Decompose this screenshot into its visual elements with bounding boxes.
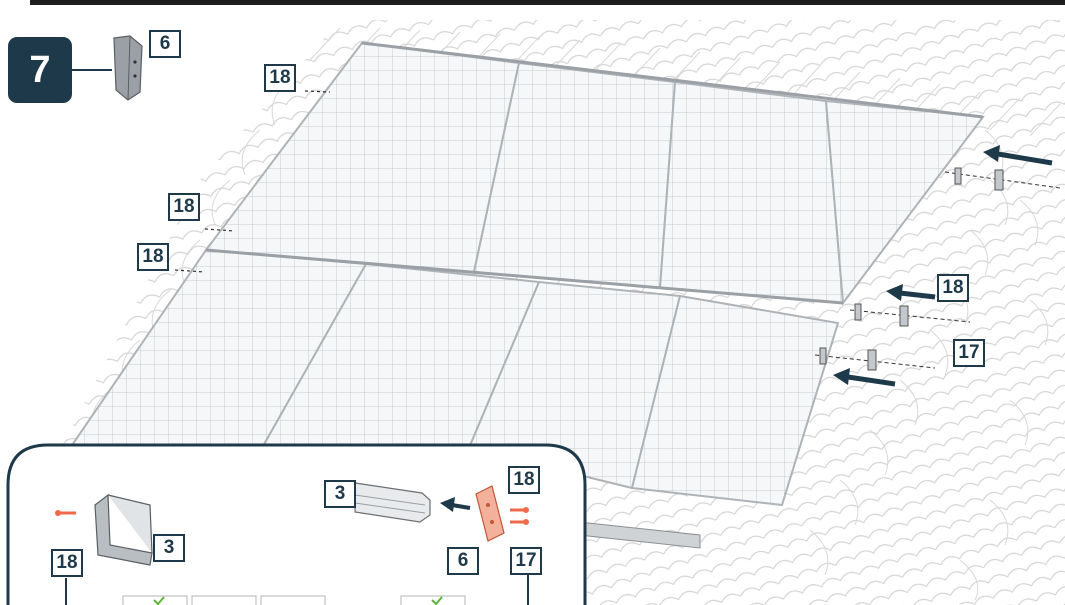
part-number-label: 6 bbox=[447, 547, 479, 575]
check-thumbnail bbox=[401, 596, 465, 605]
part-number-label: 18 bbox=[264, 64, 296, 92]
part-number-label: 17 bbox=[510, 547, 542, 575]
solar-panel bbox=[660, 82, 843, 303]
part-number-label: 18 bbox=[168, 193, 200, 221]
part-number-label: 6 bbox=[149, 30, 181, 58]
part-number-label: 18 bbox=[508, 466, 540, 494]
part-number-label: 18 bbox=[937, 274, 969, 302]
thumbnail bbox=[192, 596, 256, 605]
part-number-label: 18 bbox=[51, 549, 83, 577]
detail-inset bbox=[8, 445, 585, 605]
part-number-label: 17 bbox=[953, 339, 985, 367]
check-thumbnail bbox=[123, 596, 187, 605]
step-number-badge: 7 bbox=[8, 37, 72, 103]
part-number-label: 18 bbox=[137, 243, 169, 271]
part-number-label: 3 bbox=[153, 534, 185, 562]
thumbnail bbox=[261, 596, 325, 605]
part-number-label: 3 bbox=[324, 480, 356, 508]
top-border bbox=[30, 0, 1065, 5]
end-clamp-part-icon bbox=[72, 36, 142, 100]
